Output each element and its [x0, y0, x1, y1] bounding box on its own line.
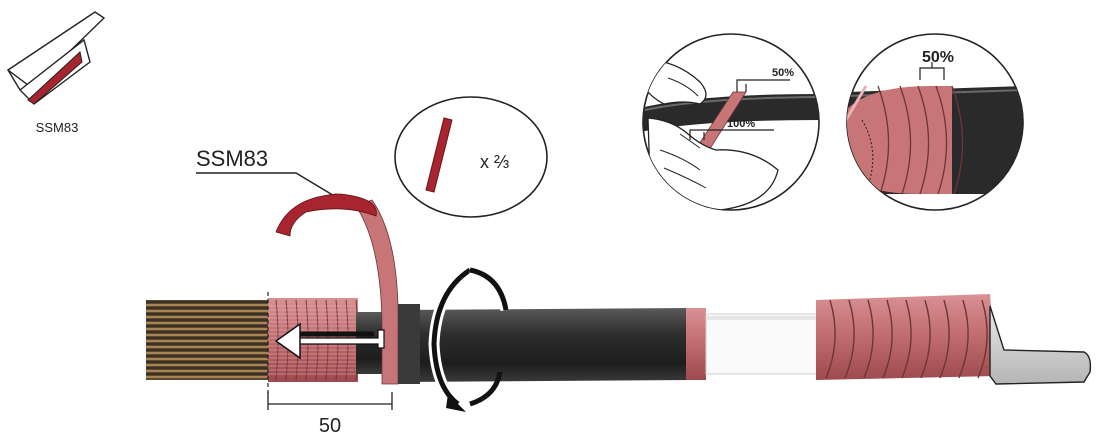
overlap-detail-label: 50% [922, 49, 954, 66]
dimension-bracket [267, 392, 393, 410]
insulation-section [705, 313, 819, 375]
callout-leader-line [196, 172, 337, 198]
overlap-full-label: 100% [727, 118, 755, 130]
tape-strip-hanging [355, 199, 399, 385]
tape-callout-label: SSM83 [196, 146, 268, 171]
rotation-arrow-icon [428, 264, 512, 412]
cable-jacket-main [400, 308, 690, 382]
copper-wire-strands [146, 300, 270, 380]
cable-lug [989, 305, 1092, 385]
jacket-tape-band [686, 308, 706, 380]
product-tape-icon [6, 11, 106, 105]
direction-arrow [274, 322, 385, 360]
multiplier-label: x ⅔ [480, 152, 509, 172]
tape-curl [275, 193, 377, 237]
dimension-label: 50 [319, 415, 341, 437]
tape-cut-oval [394, 96, 548, 218]
detail-circle-overlap [846, 33, 1024, 211]
overlap-top-label: 50% [772, 67, 794, 79]
jacket-step-ring [398, 304, 420, 384]
lug-tape-wrap [816, 294, 996, 380]
product-icon-label: SSM83 [36, 120, 79, 135]
detail-circle-hand-wrap [642, 33, 820, 211]
